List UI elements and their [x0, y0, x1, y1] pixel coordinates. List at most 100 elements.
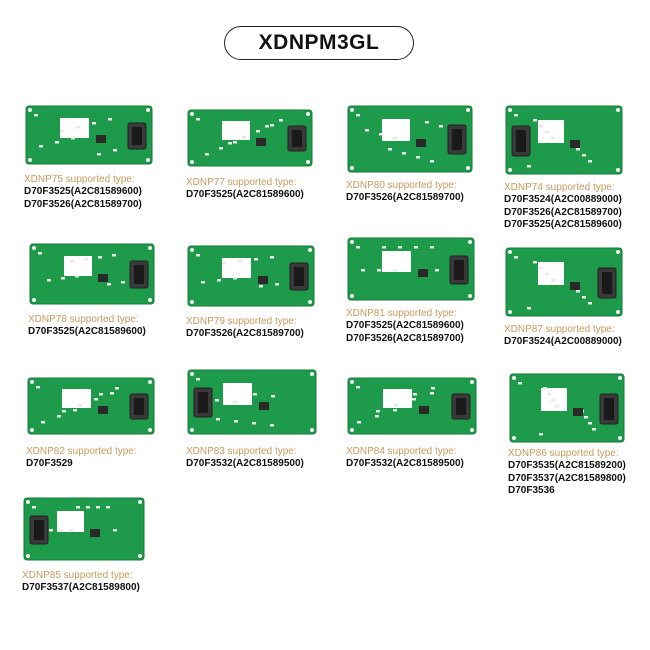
smd-component: [393, 409, 397, 412]
smd-component: [356, 114, 360, 117]
smd-component: [106, 506, 110, 509]
smd-component: [576, 290, 580, 293]
smd-component: [533, 119, 537, 122]
pcb-cutout: [223, 383, 252, 405]
smd-component: [112, 254, 116, 257]
board-caption: XDNP82 supported type:D70F3529: [26, 446, 137, 471]
smd-component: [32, 506, 36, 509]
ic-chip: [419, 406, 429, 414]
smd-component: [233, 141, 237, 144]
smd-component: [527, 165, 531, 168]
smd-component: [555, 405, 559, 408]
smd-component: [270, 256, 274, 259]
mount-hole: [190, 160, 194, 164]
smd-component: [86, 506, 90, 509]
supported-chip-type: D70F3529: [26, 458, 73, 469]
ic-chip: [416, 139, 426, 147]
pcb-board-image: [23, 497, 145, 561]
smd-component: [270, 424, 274, 427]
supported-chip-type: D70F3537(A2C81589800): [22, 582, 140, 593]
smd-component: [551, 137, 555, 140]
smd-component: [365, 129, 369, 132]
smd-component: [76, 506, 80, 509]
ic-chip: [98, 406, 108, 414]
smd-component: [588, 160, 592, 163]
mount-hole: [618, 376, 622, 380]
ic-chip: [259, 402, 269, 410]
smd-component: [271, 395, 275, 398]
pcb-cutout: [382, 251, 411, 272]
smd-component: [431, 387, 435, 390]
smd-component: [584, 416, 588, 419]
smd-component: [94, 398, 98, 401]
smd-component: [382, 246, 386, 249]
smd-component: [514, 114, 518, 117]
smd-component: [115, 387, 119, 390]
smd-component: [539, 125, 543, 128]
smd-component: [376, 410, 380, 413]
pcb-board-image: [509, 373, 625, 443]
smd-component: [539, 267, 543, 270]
db9-connector-port: [456, 398, 466, 415]
pcb-board-image: [29, 243, 155, 305]
smd-component: [398, 246, 402, 249]
board-model-label: XDNP85 supported type:: [22, 570, 133, 581]
board-caption: XDNP77 supported type:D70F3525(A2C815896…: [186, 177, 304, 202]
smd-component: [439, 125, 443, 128]
mount-hole: [616, 168, 620, 172]
mount-hole: [618, 436, 622, 440]
smd-component: [582, 296, 586, 299]
mount-hole: [308, 248, 312, 252]
mount-hole: [616, 310, 620, 314]
smd-component: [582, 154, 586, 157]
smd-component: [62, 410, 66, 413]
board-model-label: XDNP84 supported type:: [346, 446, 457, 457]
smd-component: [413, 393, 417, 396]
board-caption: XDNP74 supported type:D70F3524(A2C008890…: [504, 182, 622, 232]
mount-hole: [350, 108, 354, 112]
mount-hole: [190, 428, 194, 432]
smd-component: [69, 529, 73, 532]
smd-component: [57, 415, 61, 418]
db9-connector-port: [294, 267, 304, 286]
pcb-cutout: [222, 121, 250, 140]
mount-hole: [148, 380, 152, 384]
smd-component: [275, 283, 279, 286]
mount-hole: [190, 300, 194, 304]
mount-hole: [508, 250, 512, 254]
board-model-label: XDNP83 supported type:: [186, 446, 297, 457]
smd-component: [215, 399, 219, 402]
mount-hole: [508, 168, 512, 172]
smd-component: [393, 137, 397, 140]
smd-component: [402, 152, 406, 155]
supported-chip-type: D70F3525(A2C81589600): [346, 320, 464, 331]
smd-component: [36, 386, 40, 389]
smd-component: [588, 302, 592, 305]
smd-component: [254, 258, 258, 261]
smd-component: [430, 392, 434, 395]
supported-chip-type: D70F3525(A2C81589600): [24, 186, 142, 197]
mount-hole: [508, 108, 512, 112]
supported-chip-type: D70F3536: [508, 485, 555, 496]
pcb-board-image: [187, 369, 317, 435]
db9-connector-port: [34, 520, 44, 540]
pcb-board-image: [347, 377, 477, 435]
smd-component: [394, 404, 398, 407]
smd-component: [547, 393, 551, 396]
smd-component: [113, 529, 117, 532]
smd-component: [49, 529, 53, 532]
db9-connector-port: [134, 398, 144, 415]
mount-hole: [512, 436, 516, 440]
supported-chip-type: D70F3526(A2C81589700): [504, 206, 622, 218]
pcb-cutout: [382, 119, 410, 141]
pcb-board-image: [347, 105, 473, 173]
smd-component: [98, 256, 102, 259]
smd-component: [121, 281, 125, 284]
smd-component: [38, 252, 42, 255]
mount-hole: [30, 428, 34, 432]
smd-component: [412, 398, 416, 401]
smd-component: [270, 124, 274, 127]
pcb-board-image: [27, 377, 155, 435]
smd-component: [216, 418, 220, 421]
smd-component: [259, 285, 263, 288]
